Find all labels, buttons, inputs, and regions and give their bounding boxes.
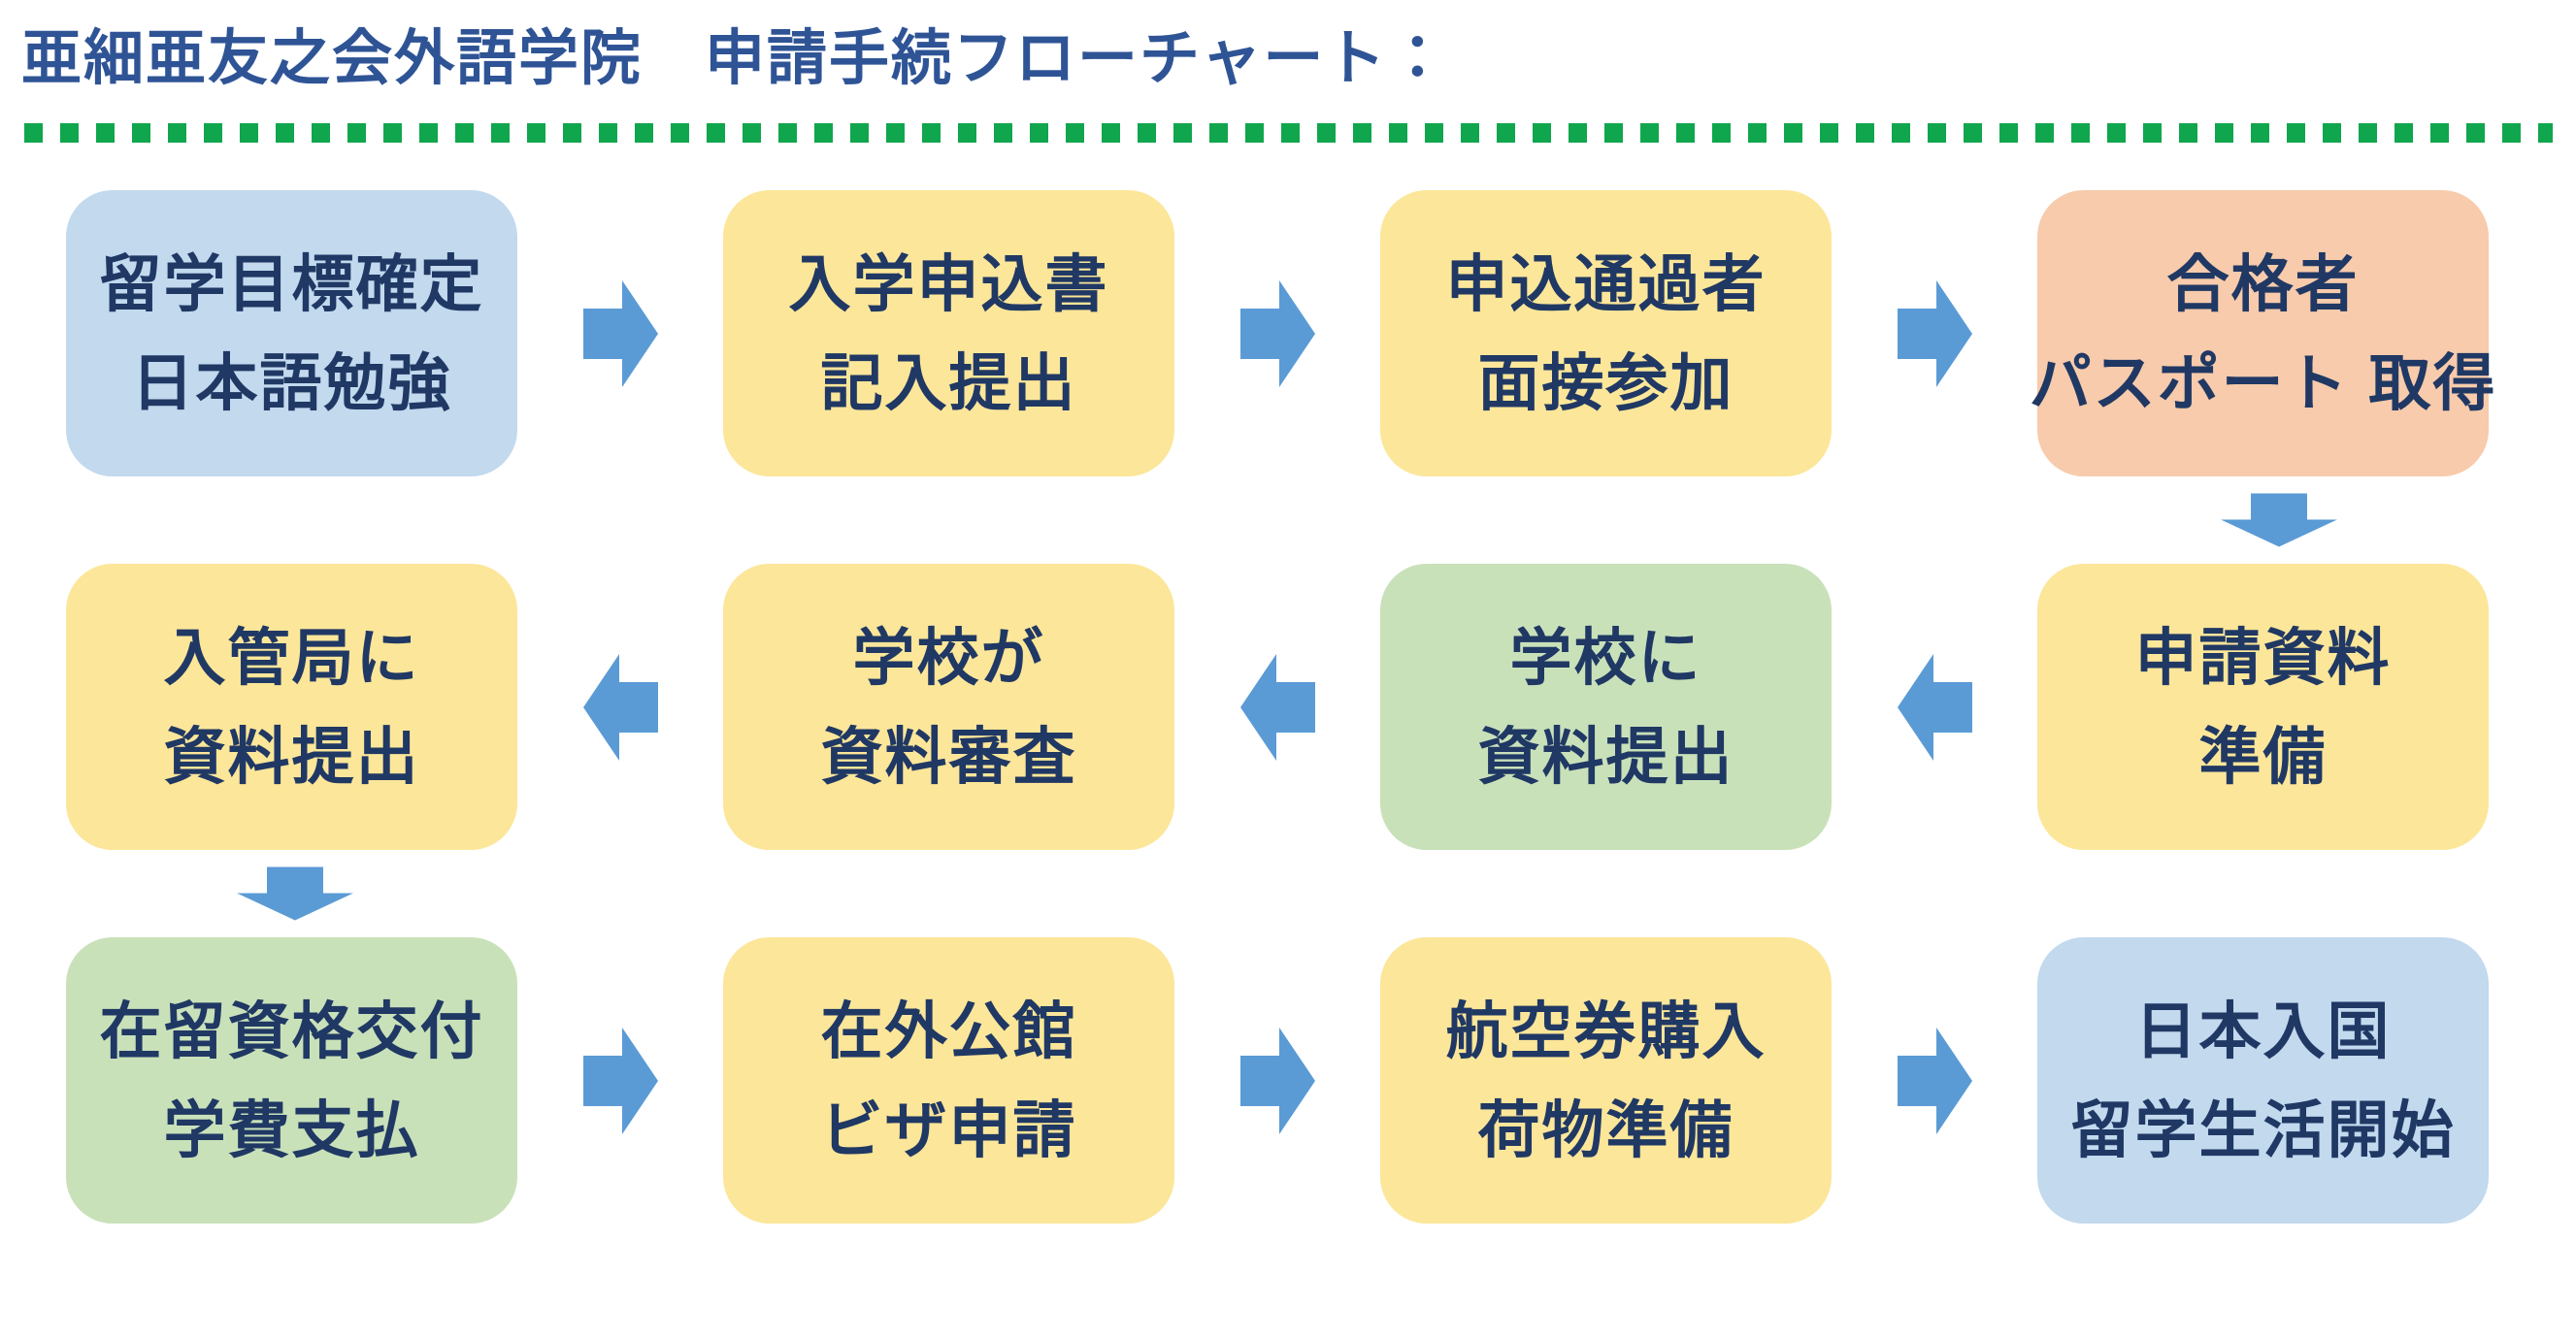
- arrow-right-icon: [582, 279, 658, 387]
- step-6-line-2: 資料提出: [1477, 721, 1734, 792]
- step-box-2: 入学申込書 記入提出: [723, 190, 1174, 476]
- step-8-line-2: 資料提出: [163, 721, 420, 792]
- flowchart: 亜細亜友之会外語学院 申請手続フローチャート： 留学目標確定 日本語勉強 入学申…: [0, 29, 2576, 1224]
- flow-grid: 留学目標確定 日本語勉強 入学申込書 記入提出 申込通過者 面接参加 合格者: [0, 190, 2576, 1224]
- arrow-right-icon: [1897, 1027, 1972, 1134]
- step-3-line-1: 申込通過者: [1445, 248, 1767, 319]
- step-1-line-2: 日本語勉強: [131, 347, 452, 418]
- step-4-line-1: 合格者: [2166, 248, 2360, 319]
- step-7-line-2: 資料審査: [820, 721, 1077, 792]
- step-2-line-2: 記入提出: [820, 347, 1077, 418]
- step-9-line-2: 学費支払: [163, 1094, 420, 1165]
- flow-row-2: 入管局に 資料提出 学校が 資料審査 学校に 資料提出 申請資料: [66, 564, 2576, 850]
- step-box-3: 申込通過者 面接参加: [1380, 190, 1832, 476]
- step-9-line-1: 在留資格交付: [99, 996, 484, 1066]
- step-5-line-1: 申請資料: [2134, 622, 2392, 693]
- arrow-left-icon: [582, 653, 658, 761]
- step-11-line-1: 航空券購入: [1445, 996, 1767, 1066]
- step-box-8: 入管局に 資料提出: [66, 564, 517, 850]
- flow-row-1: 留学目標確定 日本語勉強 入学申込書 記入提出 申込通過者 面接参加 合格者: [66, 190, 2576, 476]
- step-box-5: 申請資料 準備: [2037, 564, 2489, 850]
- step-box-9: 在留資格交付 学費支払: [66, 937, 517, 1224]
- connector-row-2: [0, 850, 2576, 937]
- arrow-right-icon: [1239, 1027, 1315, 1134]
- page-title: 亜細亜友之会外語学院 申請手続フローチャート：: [21, 25, 1450, 92]
- step-10-line-2: ビザ申請: [820, 1094, 1077, 1165]
- step-3-line-2: 面接参加: [1477, 347, 1734, 418]
- step-box-6: 学校に 資料提出: [1380, 564, 1832, 850]
- step-8-line-1: 入管局に: [163, 622, 420, 693]
- arrow-right-icon: [1897, 279, 1972, 387]
- step-5-line-2: 準備: [2198, 721, 2328, 792]
- step-10-line-1: 在外公館: [820, 996, 1077, 1066]
- connector-row-1: [0, 476, 2576, 564]
- step-12-line-2: 留学生活開始: [2070, 1094, 2456, 1165]
- step-12-line-1: 日本入国: [2134, 996, 2392, 1066]
- flow-row-3: 在留資格交付 学費支払 在外公館 ビザ申請 航空券購入 荷物準備 日本入国: [66, 937, 2576, 1224]
- step-box-1: 留学目標確定 日本語勉強: [66, 190, 517, 476]
- step-box-10: 在外公館 ビザ申請: [723, 937, 1174, 1224]
- step-4-line-2: パスポート 取得: [2029, 347, 2497, 418]
- step-box-11: 航空券購入 荷物準備: [1380, 937, 1832, 1224]
- step-2-line-1: 入学申込書: [788, 248, 1109, 319]
- step-1-line-1: 留学目標確定: [99, 248, 484, 319]
- step-11-line-2: 荷物準備: [1477, 1094, 1734, 1165]
- step-6-line-1: 学校に: [1509, 622, 1702, 693]
- arrow-left-icon: [1897, 653, 1972, 761]
- arrow-left-icon: [1239, 653, 1315, 761]
- step-7-line-1: 学校が: [852, 622, 1045, 693]
- step-box-7: 学校が 資料審査: [723, 564, 1174, 850]
- step-box-4: 合格者 パスポート 取得: [2030, 190, 2494, 476]
- dashed-divider: [24, 123, 2553, 143]
- arrow-right-icon: [582, 1027, 658, 1134]
- step-box-12: 日本入国 留学生活開始: [2037, 937, 2489, 1224]
- arrow-down-icon: [2221, 493, 2337, 547]
- arrow-down-icon: [237, 866, 353, 921]
- arrow-right-icon: [1239, 279, 1315, 387]
